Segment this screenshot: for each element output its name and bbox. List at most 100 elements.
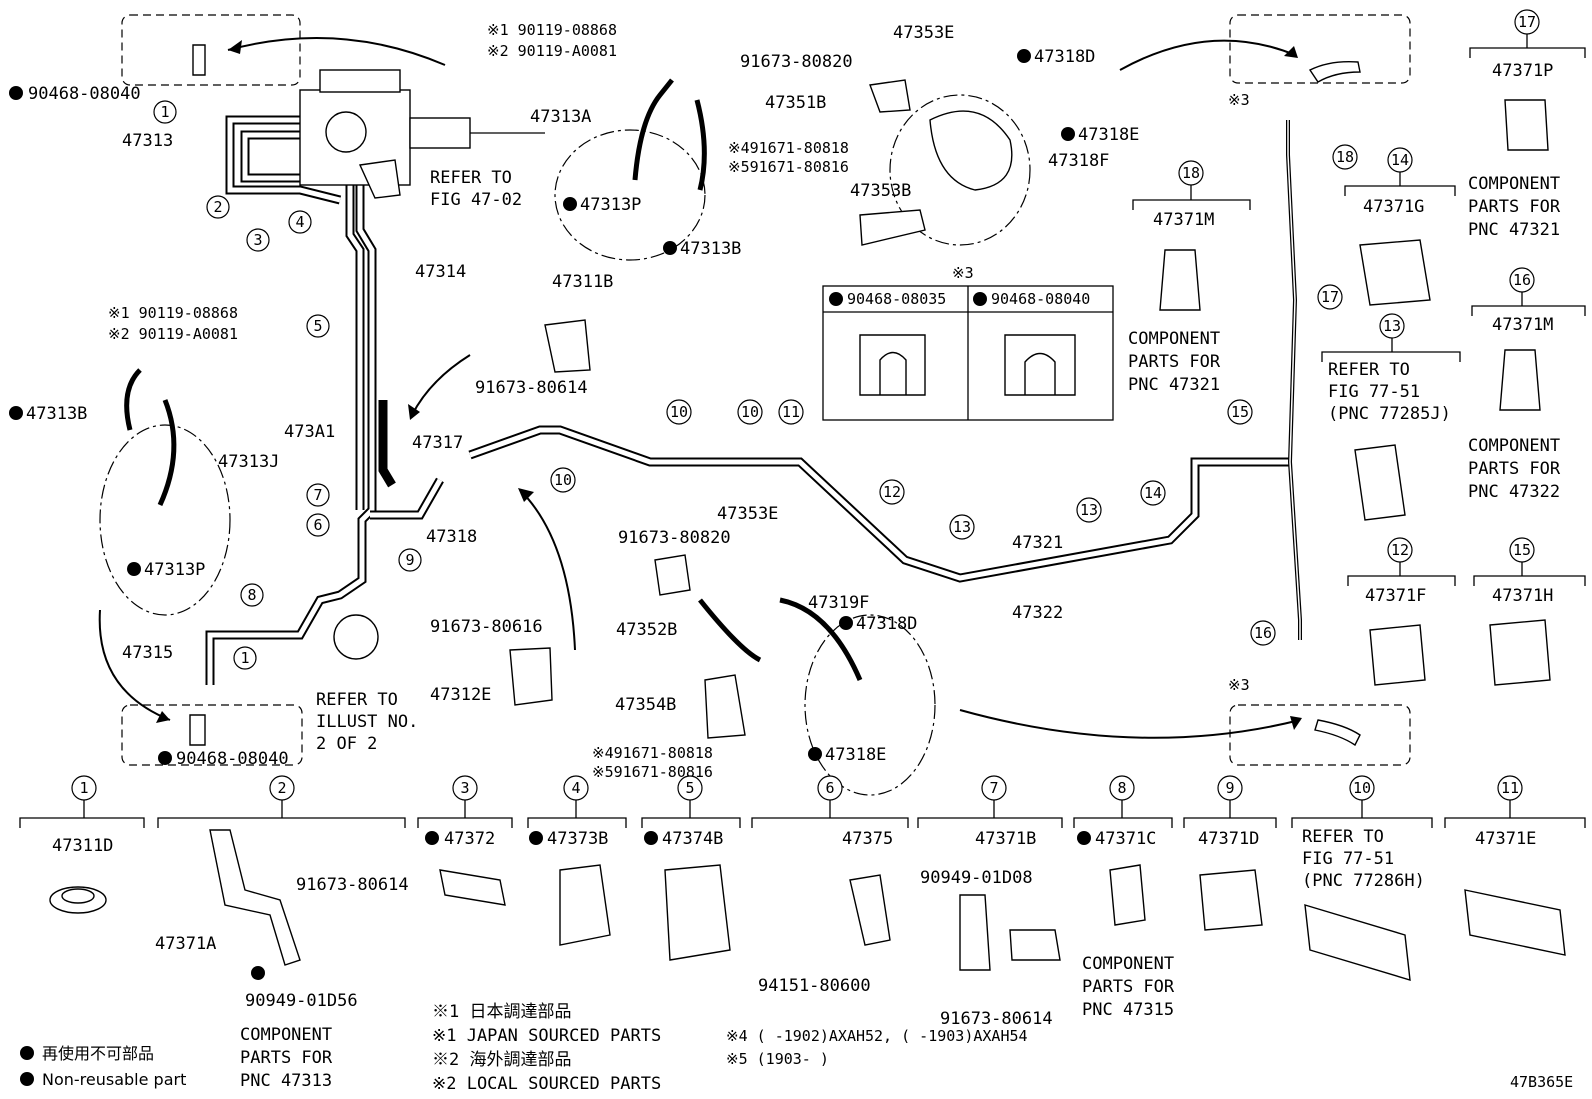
detail-boxes bbox=[98, 14, 1411, 766]
label-94151-80600: 94151-80600 bbox=[758, 976, 871, 996]
label-refer-to-2: REFER TO bbox=[316, 690, 398, 710]
label-473A1: 473A1 bbox=[284, 422, 335, 442]
label-47319F: 47319F bbox=[808, 593, 869, 613]
note3-top: ※3 bbox=[1228, 91, 1250, 109]
callout-3: 3 bbox=[253, 231, 262, 249]
label-47313B-a: 47313B bbox=[680, 239, 741, 259]
callout-12: 12 bbox=[883, 483, 901, 501]
comp-m-line3: PNC 47322 bbox=[1468, 482, 1560, 502]
label-fig-47-02: FIG 47-02 bbox=[430, 190, 522, 210]
label-47373B: 47373B bbox=[547, 829, 608, 849]
label-47313P-b: 47313P bbox=[144, 560, 205, 580]
label-47318E-b: 47318E bbox=[825, 745, 886, 765]
clip-table: ※3 90468-08035 90468-08040 bbox=[822, 264, 1114, 421]
note-5: ※5 (1903- ) bbox=[726, 1050, 829, 1068]
label-47371C: 47371C bbox=[1095, 829, 1156, 849]
label-47315: 47315 bbox=[122, 643, 173, 663]
label-47353E-a: 47353E bbox=[893, 23, 954, 43]
label-47318: 47318 bbox=[426, 527, 477, 547]
callout-6: 6 bbox=[313, 516, 322, 534]
hdr-callout-18: 18 bbox=[1182, 164, 1200, 182]
label-90119-a0081-b: ※2 90119-A0081 bbox=[108, 325, 238, 343]
bottom-callout-11: 11 bbox=[1501, 779, 1519, 797]
label-47313J: 47313J bbox=[218, 452, 279, 472]
clip-90468-08040: 90468-08040 bbox=[991, 290, 1090, 308]
label-47353E-b: 47353E bbox=[717, 504, 778, 524]
comp-47321-line1: COMPONENT bbox=[1128, 329, 1220, 349]
bottom-callout-2: 2 bbox=[277, 779, 286, 797]
label-47313A: 47313A bbox=[530, 107, 591, 127]
label-91673-80614-b: 91673-80614 bbox=[296, 875, 409, 895]
label-47375: 47375 bbox=[842, 829, 893, 849]
brake-tube-network bbox=[205, 115, 1302, 685]
legend-nonreusable-en: Non-reusable part bbox=[42, 1070, 186, 1089]
callout-10b: 10 bbox=[670, 403, 688, 421]
label-47313: 47313 bbox=[122, 131, 173, 151]
bottom-callout-10: 10 bbox=[1353, 779, 1371, 797]
b-comp47315-line3: PNC 47315 bbox=[1082, 1000, 1174, 1020]
label-591671-80816-b: ※591671-80816 bbox=[592, 763, 713, 781]
flex-hoses bbox=[124, 78, 1013, 739]
bracket-detail-oval-a bbox=[889, 94, 1031, 246]
label-591671-80816-a: ※591671-80816 bbox=[728, 158, 849, 176]
callout-markers: 1 2 3 4 5 6 7 8 9 1 10 10 10 11 12 13 13… bbox=[153, 100, 1358, 670]
b-comp-line1: COMPONENT bbox=[240, 1025, 332, 1045]
label-91673-80614-a: 91673-80614 bbox=[475, 378, 588, 398]
label-47371M-a: 47371M bbox=[1153, 210, 1214, 230]
callout-8: 8 bbox=[247, 586, 256, 604]
note-1-jp: ※1 日本調達部品 bbox=[432, 1002, 571, 1022]
label-90468-08040-bot: 90468-08040 bbox=[176, 749, 289, 769]
master-cylinder bbox=[299, 69, 545, 199]
comp-47321-line2: PARTS FOR bbox=[1128, 352, 1221, 372]
hdr-callout-17: 17 bbox=[1518, 13, 1536, 31]
legend-nonreusable-jp: 再使用不可部品 bbox=[42, 1044, 154, 1063]
label-47313P-a: 47313P bbox=[580, 195, 641, 215]
label-47314: 47314 bbox=[415, 262, 466, 282]
callout-14: 14 bbox=[1144, 484, 1162, 502]
b-ref-line1: REFER TO bbox=[1302, 827, 1384, 847]
callout-10c: 10 bbox=[741, 403, 759, 421]
note-4: ※4 ( -1902)AXAH52, ( -1903)AXAH54 bbox=[726, 1027, 1028, 1045]
label-47311B: 47311B bbox=[552, 272, 613, 292]
label-90119-08868-b: ※1 90119-08868 bbox=[108, 304, 238, 322]
ref-7751-line2: FIG 77-51 bbox=[1328, 382, 1420, 402]
label-refer-to: REFER TO bbox=[430, 168, 512, 188]
comp-p-line3: PNC 47321 bbox=[1468, 220, 1560, 240]
callout-13a: 13 bbox=[953, 518, 971, 536]
hose-detail-oval-b bbox=[99, 424, 231, 616]
callout-16: 16 bbox=[1254, 624, 1272, 642]
label-47318E-a: 47318E bbox=[1078, 125, 1139, 145]
label-47371B: 47371B bbox=[975, 829, 1036, 849]
callout-1b: 1 bbox=[240, 649, 249, 667]
bottom-callout-4: 4 bbox=[571, 779, 580, 797]
label-90119-a0081-a: ※2 90119-A0081 bbox=[487, 42, 617, 60]
callout-10a: 10 bbox=[554, 471, 572, 489]
label-91673-80614-c: 91673-80614 bbox=[940, 1009, 1053, 1029]
clip-90468-08035: 90468-08035 bbox=[847, 290, 946, 308]
callout-4: 4 bbox=[295, 213, 304, 231]
callout-18: 18 bbox=[1336, 148, 1354, 166]
clip-table-note: ※3 bbox=[952, 264, 974, 282]
callout-9: 9 bbox=[405, 551, 414, 569]
callout-1: 1 bbox=[160, 103, 169, 121]
hdr-callout-16: 16 bbox=[1513, 271, 1531, 289]
bottom-callout-5: 5 bbox=[685, 779, 694, 797]
label-47351B: 47351B bbox=[765, 93, 826, 113]
note3-bottom: ※3 bbox=[1228, 676, 1250, 694]
b-ref-line2: FIG 77-51 bbox=[1302, 849, 1394, 869]
label-47371A: 47371A bbox=[155, 934, 216, 954]
note-2-en: ※2 LOCAL SOURCED PARTS bbox=[432, 1074, 661, 1094]
comp-p-line1: COMPONENT bbox=[1468, 174, 1560, 194]
hdr-callout-15: 15 bbox=[1513, 541, 1531, 559]
figure-code: 47B365E bbox=[1510, 1073, 1573, 1091]
label-47352B: 47352B bbox=[616, 620, 677, 640]
label-47372: 47372 bbox=[444, 829, 495, 849]
hdr-callout-14: 14 bbox=[1391, 151, 1409, 169]
label-90949-01D56: 90949-01D56 bbox=[245, 991, 358, 1011]
label-47371F: 47371F bbox=[1365, 586, 1426, 606]
label-47318F: 47318F bbox=[1048, 151, 1109, 171]
bottom-parts-row: 1 47311D 2 91673-80614 47371A 90949-01D5… bbox=[19, 775, 1586, 1091]
label-47374B: 47374B bbox=[662, 829, 723, 849]
label-47318D-a: 47318D bbox=[1034, 47, 1095, 67]
label-illust-no: ILLUST NO. bbox=[316, 712, 418, 732]
